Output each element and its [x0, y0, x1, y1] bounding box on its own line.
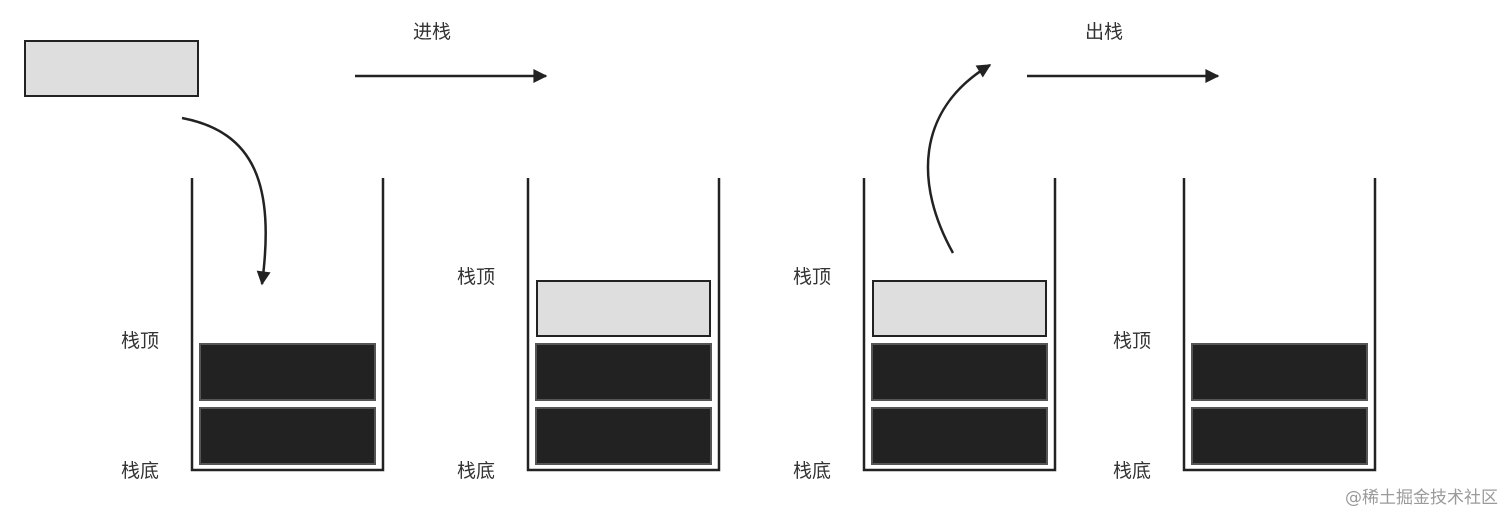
stack-container [190, 178, 385, 472]
stack-container [526, 178, 721, 472]
stack-item [199, 343, 376, 401]
stack-item [535, 343, 712, 401]
stack-top-label: 栈顶 [793, 266, 832, 288]
watermark: @稀土掘金技术社区 [1345, 488, 1498, 508]
stack-1 [190, 178, 385, 472]
pop-label: 出栈 [1085, 21, 1124, 43]
stack-container [862, 178, 1057, 472]
stack-3 [862, 178, 1057, 472]
stack-container [1182, 178, 1377, 472]
stack-item [871, 407, 1048, 465]
stack-item [871, 343, 1048, 401]
stack-item-top [872, 280, 1047, 337]
stack-top-label: 栈顶 [457, 266, 496, 288]
stack-item [1191, 343, 1368, 401]
stack-bottom-label: 栈底 [121, 460, 160, 482]
stack-bottom-label: 栈底 [793, 460, 832, 482]
stack-bottom-label: 栈底 [457, 460, 496, 482]
stack-item [535, 407, 712, 465]
stack-top-label: 栈顶 [121, 330, 160, 352]
incoming-element [24, 40, 199, 97]
stack-item [1191, 407, 1368, 465]
push-label: 进栈 [413, 21, 452, 43]
stack-4 [1182, 178, 1377, 472]
stack-item-new [536, 280, 711, 337]
pop-curve-arrow [926, 63, 992, 254]
stack-2 [526, 178, 721, 472]
stack-bottom-label: 栈底 [1113, 460, 1152, 482]
stack-item [199, 407, 376, 465]
push-curve-arrow [181, 116, 271, 286]
stack-top-label: 栈顶 [1113, 330, 1152, 352]
